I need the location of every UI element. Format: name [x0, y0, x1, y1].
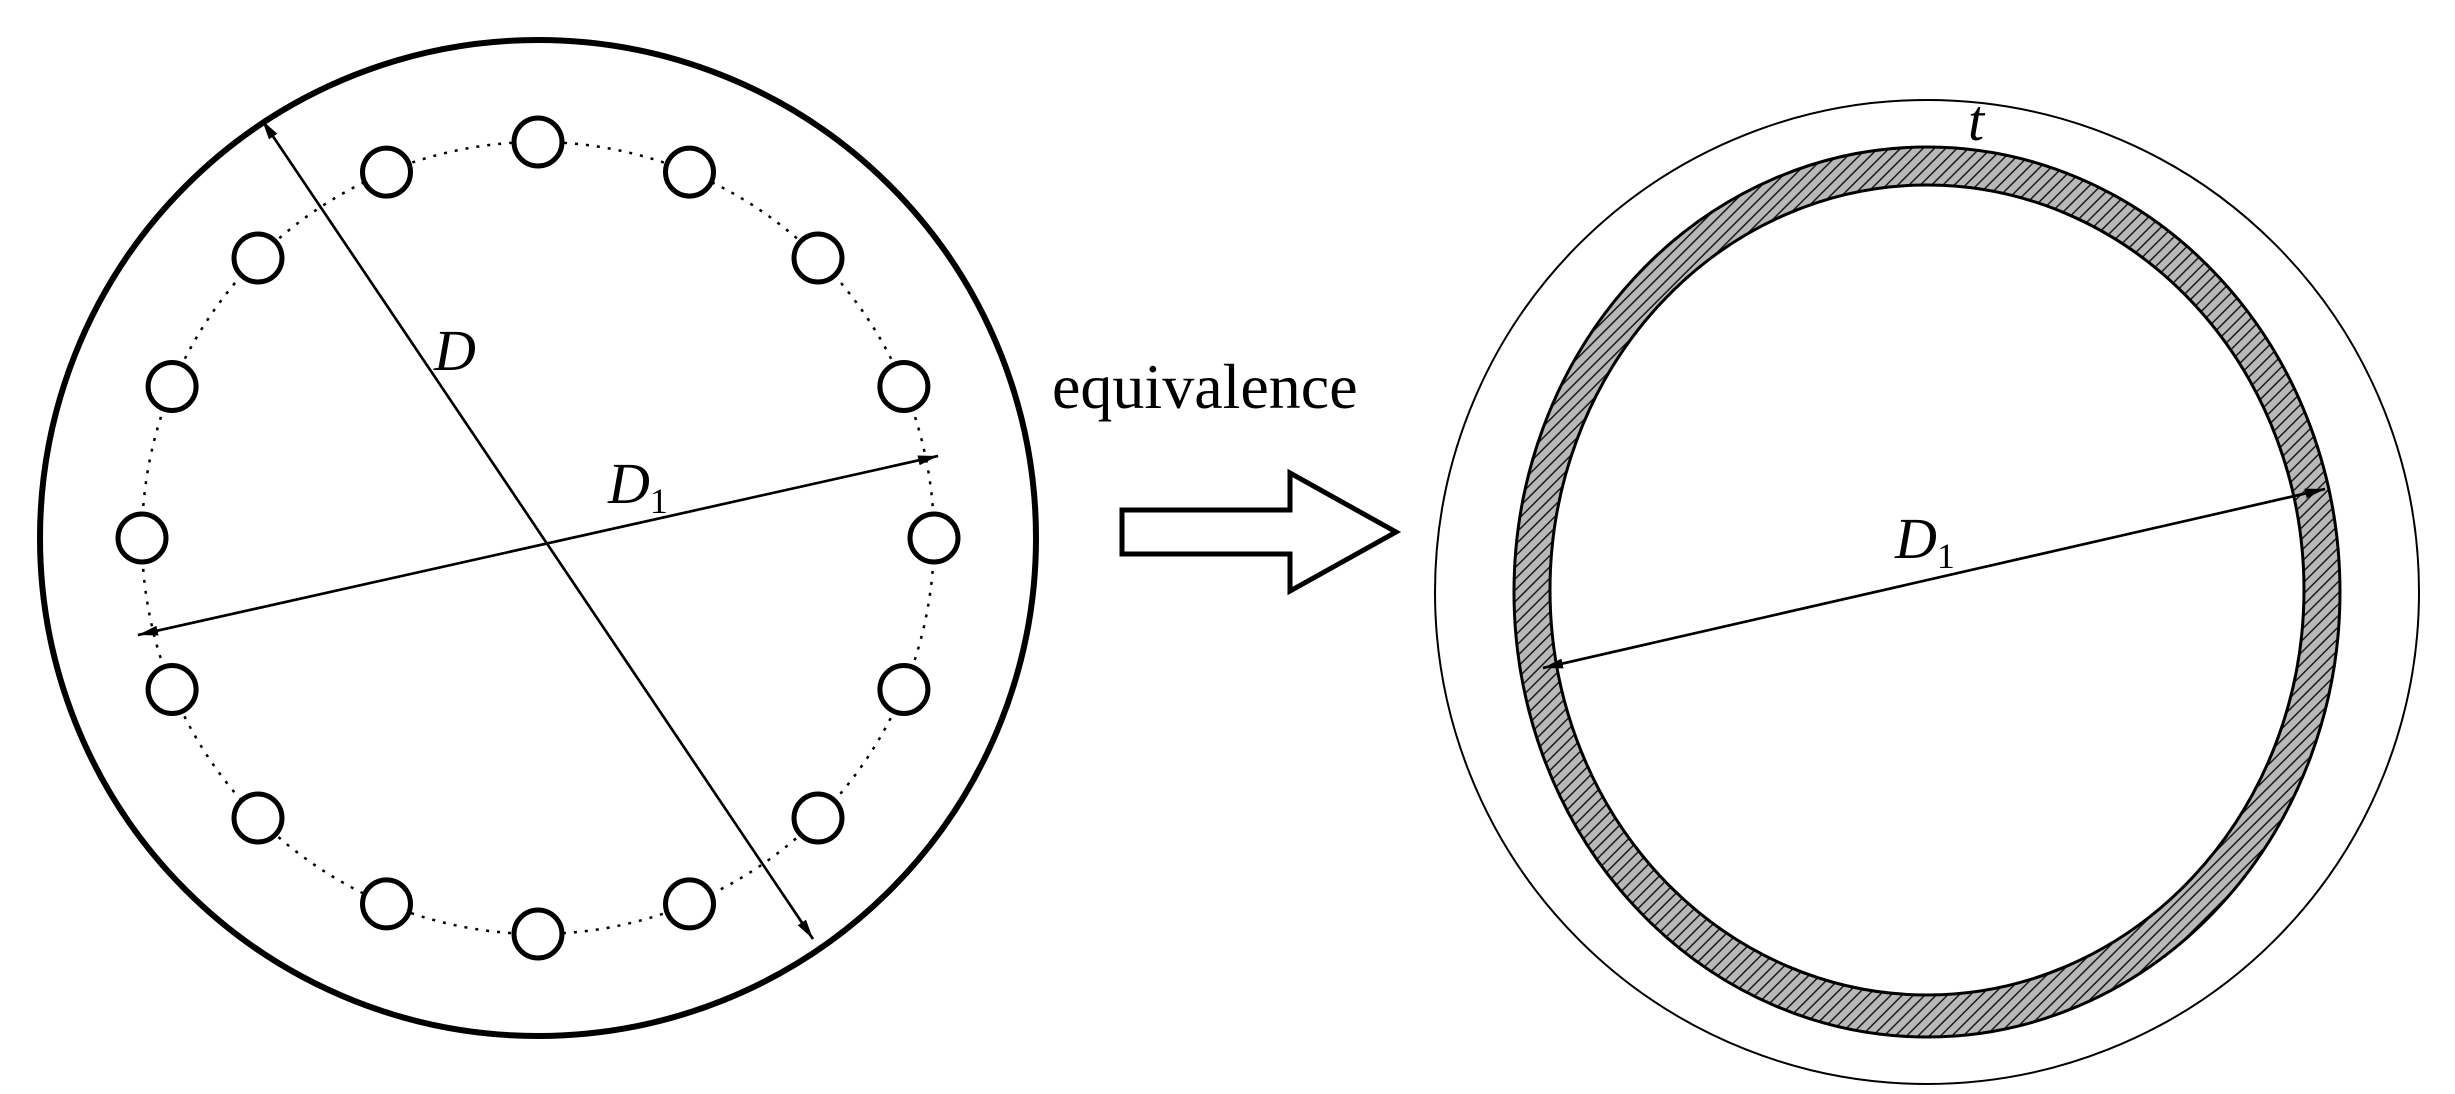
- outer-diameter-label: D: [433, 318, 476, 383]
- bolt-hole: [115, 511, 169, 565]
- tube-diameter-dimension-line-end: [1542, 487, 2326, 670]
- equivalent-tube-ring: [1512, 145, 2342, 1039]
- right-figure: t D1: [1434, 88, 2420, 1085]
- bolt-hole: [231, 791, 285, 845]
- transition: equivalence: [1052, 351, 1402, 596]
- bolt-circle-dimension-line-end: [137, 454, 939, 637]
- bolt-hole: [360, 877, 413, 931]
- tube-diameter-label: D1: [1894, 506, 1955, 576]
- bolt-hole: [145, 663, 199, 716]
- bolt-hole: [663, 877, 716, 931]
- bolt-hole: [145, 360, 199, 413]
- left-figure: D D1: [37, 37, 1039, 1039]
- wall-thickness-label: t: [1968, 88, 1986, 153]
- bolt-holes: [115, 115, 961, 961]
- bolt-hole: [360, 145, 413, 199]
- bolt-hole: [231, 231, 285, 285]
- equivalence-label: equivalence: [1052, 351, 1358, 422]
- equivalence-arrow: [1119, 468, 1402, 596]
- bolt-hole: [663, 145, 716, 199]
- bolt-circle-diameter-label: D1: [607, 451, 668, 521]
- outer-circle: [37, 37, 1039, 1039]
- bolt-hole: [877, 360, 931, 413]
- bolt-hole: [907, 511, 961, 565]
- bolt-hole: [511, 115, 565, 169]
- outer-diameter-dimension-line-end: [260, 119, 815, 940]
- bolt-hole: [791, 791, 845, 845]
- bolt-hole: [791, 231, 845, 285]
- bolt-hole: [511, 907, 565, 961]
- bolt-hole: [877, 663, 931, 716]
- outer-circle-thin: [1434, 99, 2420, 1085]
